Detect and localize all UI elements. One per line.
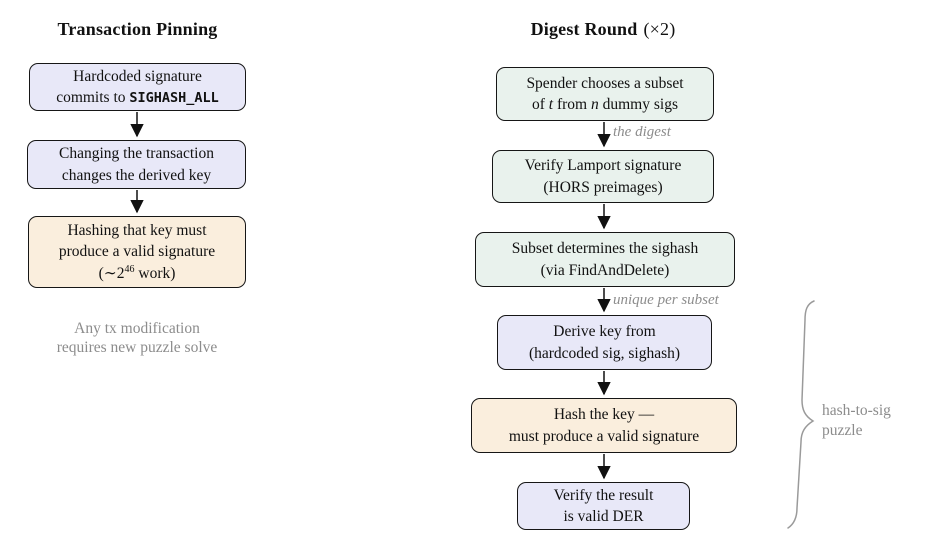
footnote-line: Any tx modification — [74, 320, 200, 337]
node-subset-sighash: Subset determines the sighash (via FindA… — [475, 232, 735, 287]
node-text-segment: of — [532, 96, 549, 113]
brace-label-line: puzzle — [822, 422, 863, 440]
grouping-brace — [787, 300, 815, 529]
node-changing-transaction: Changing the transaction changes the der… — [27, 140, 246, 189]
node-hashing-work: Hashing that key must produce a valid si… — [28, 216, 246, 288]
node-text-line: (hardcoded sig, sighash) — [528, 344, 681, 362]
node-text-segment: (∼2 — [98, 264, 125, 282]
node-text-line: Verify Lamport signature — [524, 157, 682, 175]
brace-label-line: hash-to-sig — [822, 402, 891, 419]
node-text-line: of t from n dummy sigs — [532, 94, 678, 115]
node-text-line: (∼246 work) — [99, 263, 176, 284]
node-text-line: commits to SIGHASH_ALL — [56, 87, 219, 108]
left-title-text: Transaction Pinning — [57, 19, 218, 39]
exponent: 46 — [124, 263, 135, 275]
node-text-line: Verify the result — [553, 486, 654, 504]
math-variable: n — [591, 96, 599, 113]
node-text-line: produce a valid signature — [58, 243, 216, 261]
edge-label-digest: the digest — [613, 124, 671, 140]
node-verify-lamport: Verify Lamport signature (HORS preimages… — [492, 150, 714, 203]
node-verify-der: Verify the result is valid DER — [517, 482, 690, 530]
node-text-line: Changing the transaction — [59, 145, 214, 163]
node-text-line: (via FindAndDelete) — [540, 261, 670, 279]
node-text-line: must produce a valid signature — [508, 427, 700, 445]
left-footnote: Any tx modification requires new puzzle … — [27, 320, 247, 358]
left-column-title: Transaction Pinning — [17, 19, 258, 40]
node-text-line: is valid DER — [563, 508, 644, 525]
node-text-line: Subset determines the sighash — [511, 240, 699, 258]
node-text-line: changes the derived key — [61, 166, 212, 184]
node-hardcoded-signature: Hardcoded signature commits to SIGHASH_A… — [29, 63, 246, 111]
node-text-segment: commits to — [56, 89, 130, 106]
node-text-line: Hash the key — — [553, 406, 655, 424]
node-text-line: Hashing that key must — [67, 222, 207, 240]
node-text-line: Hardcoded signature — [73, 67, 202, 85]
math-variable: t — [548, 96, 554, 113]
node-text-line: Derive key from — [553, 323, 656, 341]
brace-label: hash-to-sig puzzle — [822, 401, 891, 441]
right-title-suffix: (×2) — [643, 19, 676, 39]
node-text-segment: dummy sigs — [598, 96, 678, 113]
node-text-segment: from — [553, 96, 591, 113]
right-column-title: Digest Round(×2) — [473, 19, 733, 40]
node-hash-key: Hash the key — must produce a valid sign… — [471, 398, 737, 453]
right-title-text: Digest Round — [530, 19, 638, 39]
node-derive-key: Derive key from (hardcoded sig, sighash) — [497, 315, 712, 370]
node-spender-subset: Spender chooses a subset of t from n dum… — [496, 67, 714, 121]
node-text-line: Spender chooses a subset — [526, 74, 684, 92]
code-token: SIGHASH_ALL — [129, 90, 219, 106]
edge-label-unique: unique per subset — [613, 292, 719, 308]
node-text-line: (HORS preimages) — [543, 178, 663, 196]
node-text-segment: work) — [134, 264, 176, 282]
footnote-line: requires new puzzle solve — [56, 338, 218, 356]
